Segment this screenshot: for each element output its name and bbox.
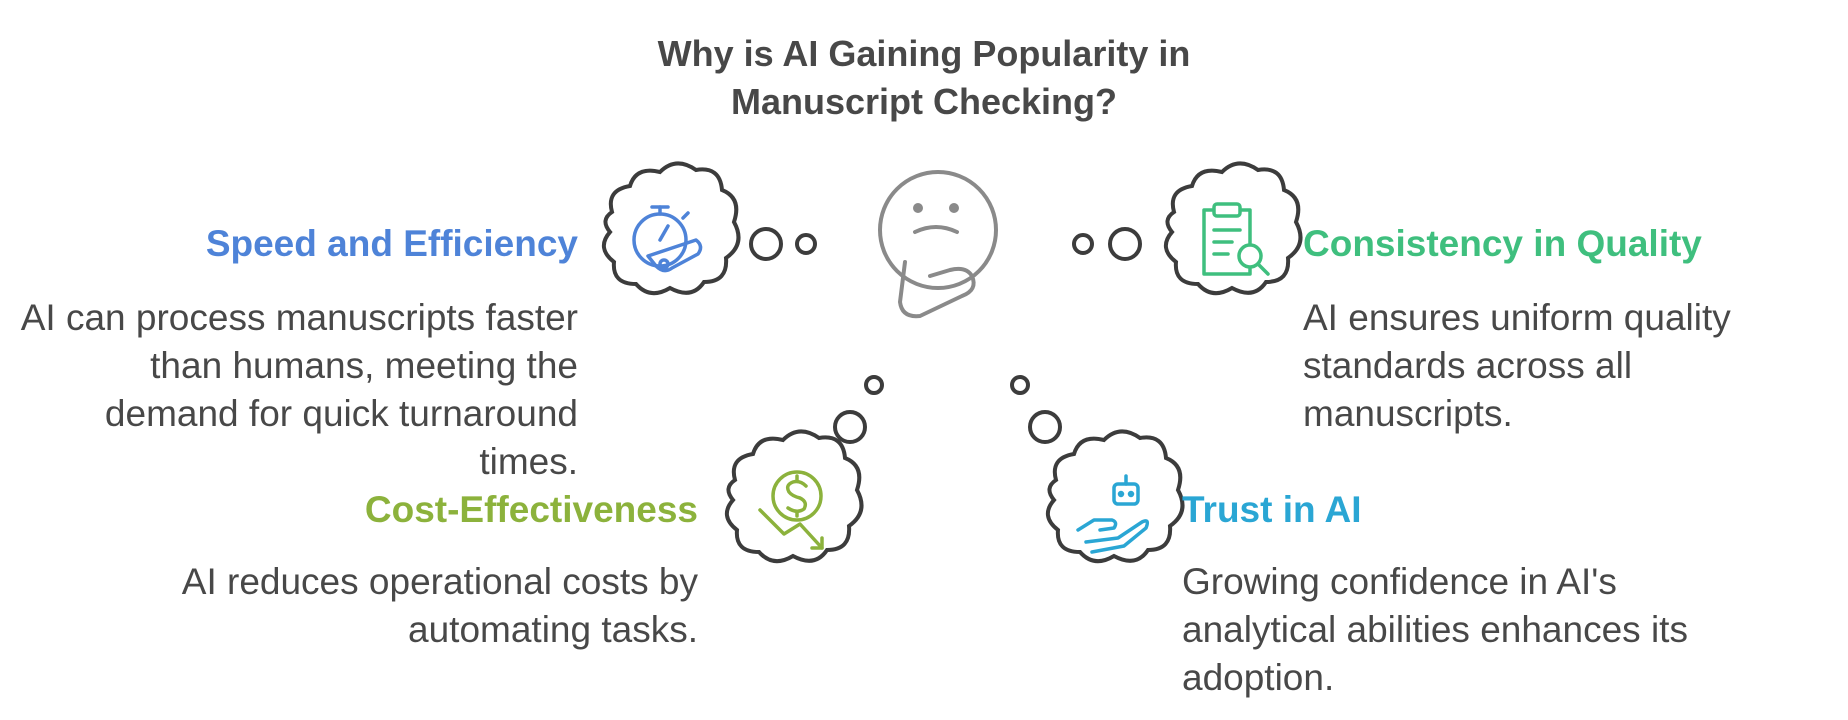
thought-bubbles-cost [833,375,884,444]
thought-bubbles-speed [749,227,817,261]
cloud-consistency [1164,161,1303,296]
trust-in-ai-description: Growing confidence in AI's analytical ab… [1182,561,1688,698]
cloud-trust [1046,429,1185,564]
stopwatch-icon [632,205,703,273]
cloud-speed [602,161,741,296]
title-line-1: Why is AI Gaining Popularity in [657,33,1191,74]
cost-effectiveness-heading: Cost-Effectiveness [364,489,698,530]
consistency-quality-heading: Consistency in Quality [1303,223,1702,264]
speed-efficiency-heading: Speed and Efficiency [205,223,578,264]
title-line-2: Manuscript Checking? [730,81,1118,122]
page-title: Why is AI Gaining Popularity in Manuscri… [0,30,1848,126]
cost-effectiveness-description: AI reduces operational costs by automati… [181,561,698,650]
clipboard-search-icon [1202,202,1270,276]
speed-efficiency-description: AI can process manuscripts faster than h… [20,297,578,482]
robot-hand-icon [1076,474,1150,554]
cloud-cost [725,429,864,564]
trust-in-ai-heading: Trust in AI [1182,489,1362,530]
dollar-down-icon [758,470,824,550]
thought-bubbles-consistency [1072,227,1142,261]
consistency-quality-description: AI ensures uniform quality standards acr… [1303,297,1731,434]
thought-bubbles-trust [1010,375,1062,444]
thinking-face-icon [878,170,998,319]
